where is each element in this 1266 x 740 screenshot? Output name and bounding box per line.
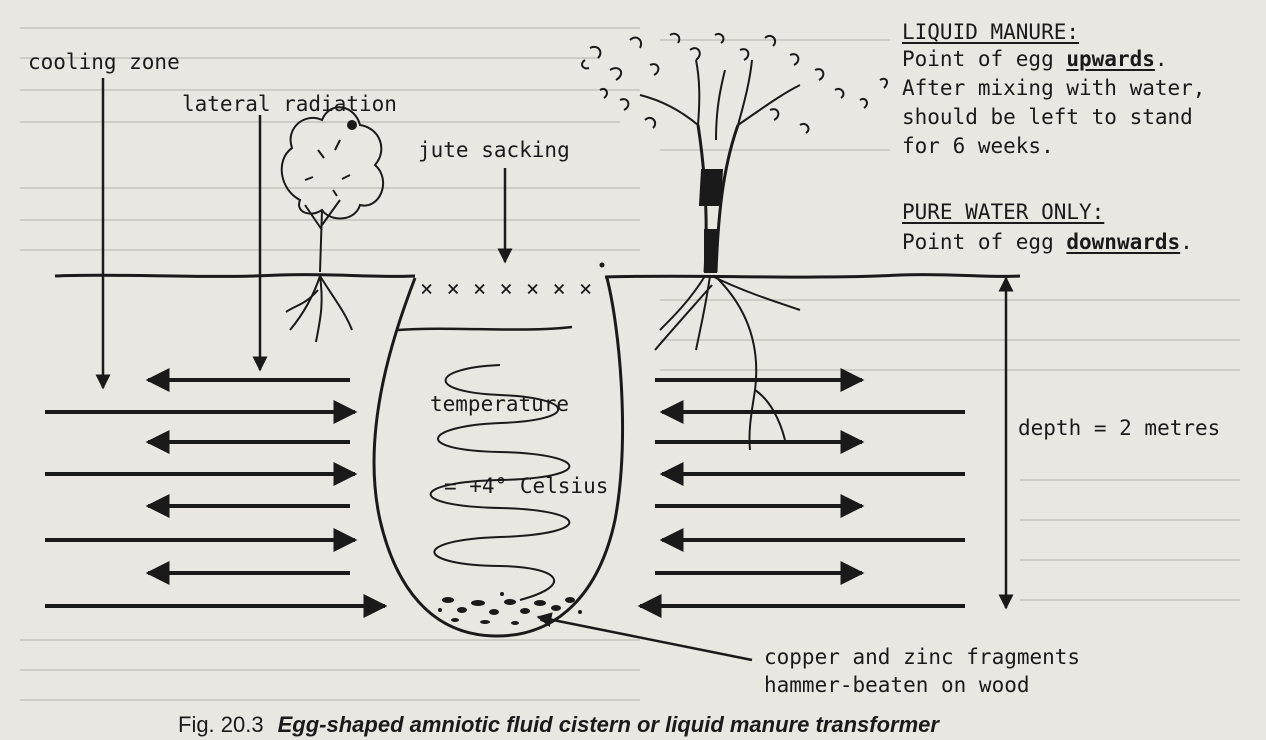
jute-sacking-label: jute sacking — [418, 138, 570, 163]
egg-cistern-outline — [374, 278, 622, 636]
liquid-line1-prefix: Point of egg — [902, 47, 1066, 71]
liquid-manure-line1: Point of egg upwards. — [902, 47, 1168, 72]
lateral-radiation-label: lateral radiation — [182, 92, 397, 117]
pure-water-line1: Point of egg downwards. — [902, 230, 1193, 255]
liquid-manure-line2: After mixing with water, — [902, 76, 1205, 101]
pure-line1-prefix: Point of egg — [902, 230, 1066, 254]
jute-sacking-marks: × × × × × × × — [420, 277, 592, 302]
liquid-line1-emphasis: upwards — [1066, 47, 1155, 71]
jute-dot — [600, 263, 605, 268]
depth-label: depth = 2 metres — [1018, 416, 1220, 441]
right-lateral-arrows — [640, 380, 965, 606]
ground-line-right — [605, 275, 1020, 278]
figure-title: Egg-shaped amniotic fluid cistern or liq… — [278, 712, 939, 737]
fragments-label-line2: hammer-beaten on wood — [764, 673, 1030, 698]
fragments-label-line1: copper and zinc fragments — [764, 645, 1080, 670]
pure-water-heading: PURE WATER ONLY: — [902, 200, 1104, 225]
ground-line — [55, 275, 415, 277]
figure-caption: Fig. 20.3 Egg-shaped amniotic fluid ciste… — [178, 712, 939, 738]
fragments-pointer — [538, 617, 752, 660]
left-lateral-arrows — [45, 380, 385, 606]
celsius-label: = +4° Celsius — [444, 474, 608, 499]
cooling-zone-label: cooling zone — [28, 50, 180, 75]
pure-line1-suffix: . — [1180, 230, 1193, 254]
large-tree-drawing — [582, 34, 887, 450]
small-tree-drawing — [282, 107, 383, 342]
liquid-manure-heading: LIQUID MANURE: — [902, 20, 1079, 45]
temperature-label: temperature — [430, 392, 569, 417]
liquid-manure-line3: should be left to stand — [902, 105, 1193, 130]
figure-number: Fig. 20.3 — [178, 712, 264, 737]
liquid-manure-line4: for 6 weeks. — [902, 134, 1054, 159]
metal-fragments — [438, 592, 582, 625]
pure-line1-emphasis: downwards — [1066, 230, 1180, 254]
water-surface-line — [398, 327, 572, 330]
liquid-line1-suffix: . — [1155, 47, 1168, 71]
